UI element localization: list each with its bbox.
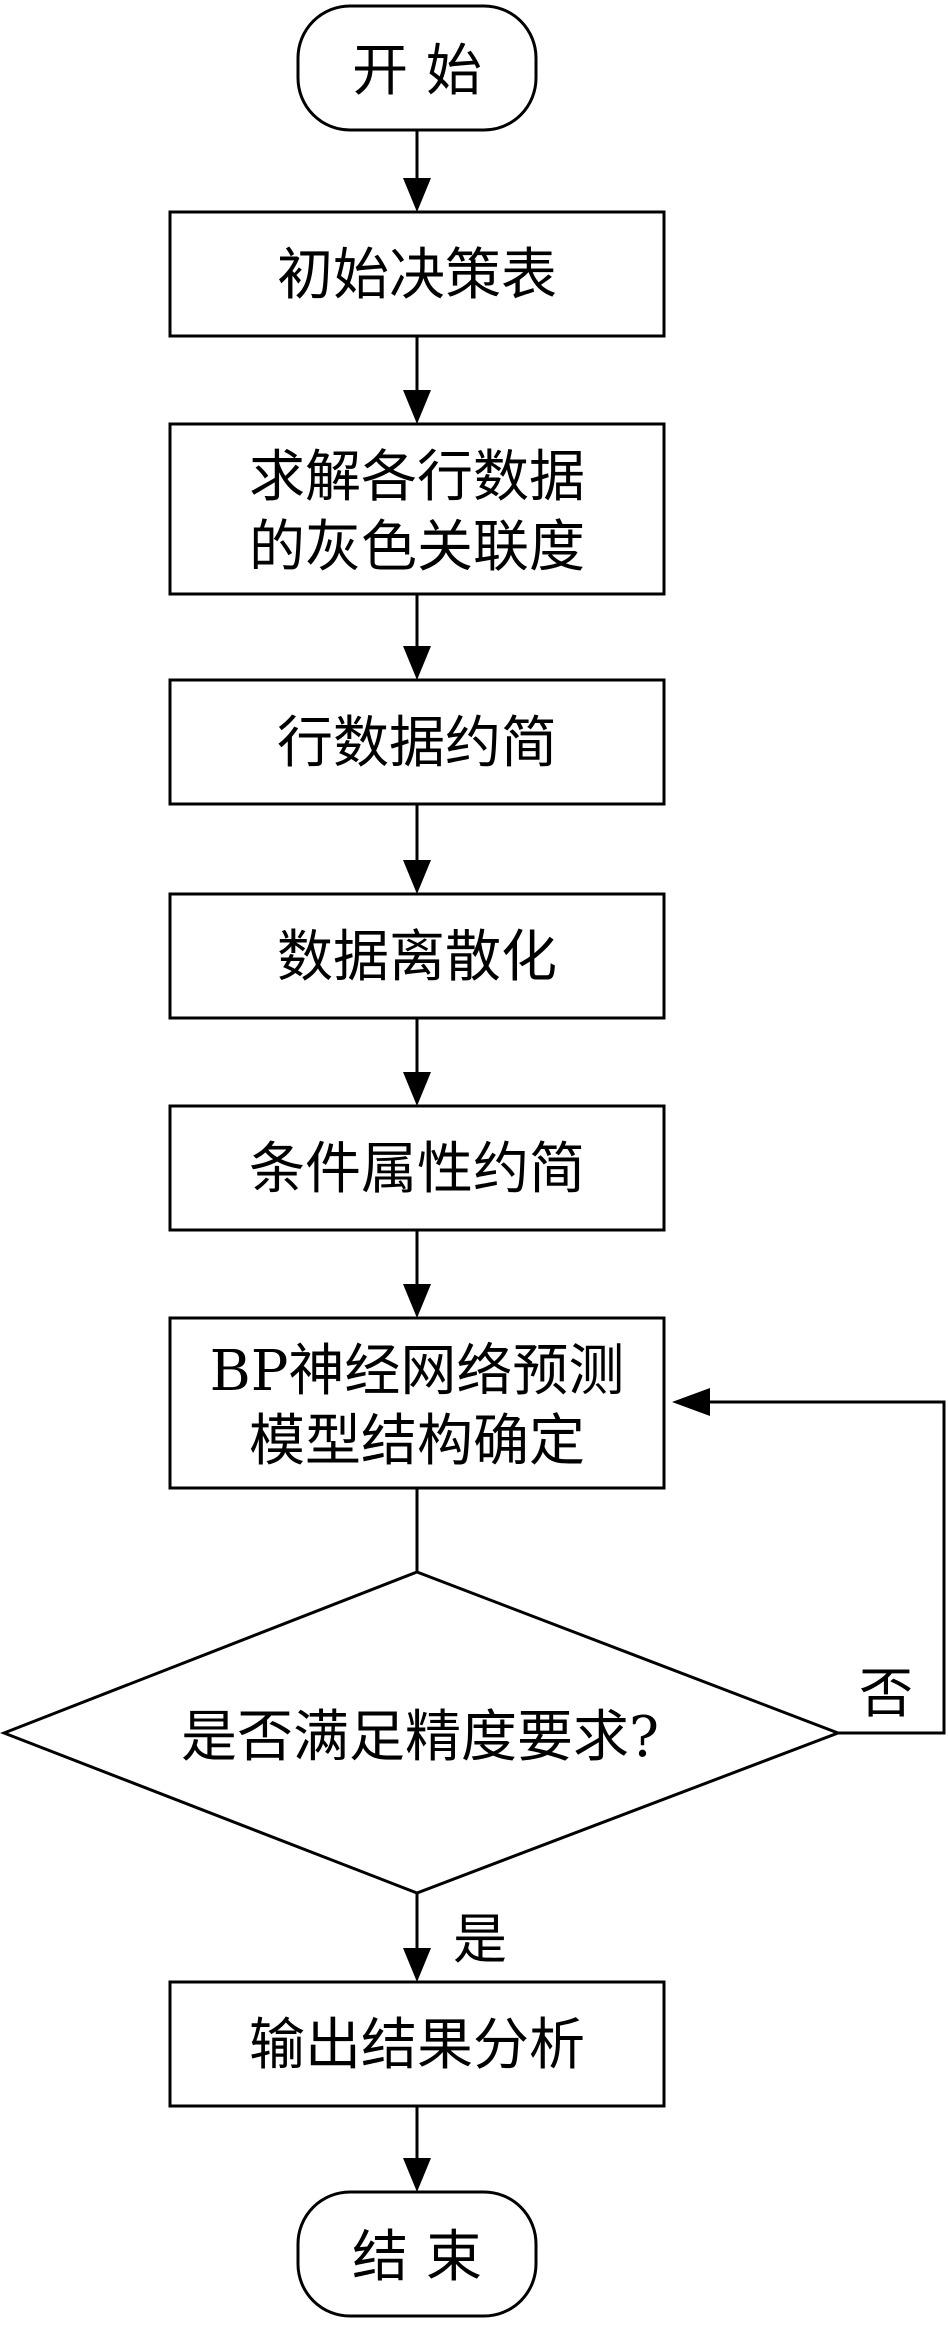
decision-node: 是否满足精度要求? [0, 1570, 843, 1895]
init-table-label: 初始决策表 [277, 243, 557, 308]
end-node: 结 束 [296, 2190, 538, 2318]
grey-relation-line-1: 求解各行数据 [249, 445, 585, 510]
edge-attr-to-bp [403, 1230, 431, 1318]
output-node: 输出结果分析 [168, 1980, 666, 2108]
edge-decision-yes [403, 1893, 431, 1982]
attr-reduction-node: 条件属性约简 [168, 1104, 666, 1232]
yes-label: 是 [453, 1908, 507, 1971]
bp-model-line-2: 模型结构确定 [249, 1409, 585, 1474]
edge-start-to-init [403, 130, 431, 212]
edge-output-to-end [403, 2106, 431, 2192]
row-reduction-label: 行数据约简 [277, 711, 557, 776]
init-table-node: 初始决策表 [168, 210, 666, 338]
start-label: 开 始 [352, 39, 482, 104]
grey-relation-node: 求解各行数据 的灰色关联度 [168, 422, 666, 596]
row-reduction-node: 行数据约简 [168, 678, 666, 806]
edge-grey-to-row [403, 594, 431, 680]
bp-model-line-1: BP神经网络预测 [210, 1339, 625, 1404]
decision-label: 是否满足精度要求? [181, 1705, 659, 1770]
no-label: 否 [859, 1662, 913, 1725]
attr-reduction-label: 条件属性约简 [249, 1137, 585, 1202]
grey-relation-line-2: 的灰色关联度 [249, 515, 585, 580]
bp-model-node: BP神经网络预测 模型结构确定 [168, 1316, 666, 1490]
edge-discretize-to-attr [403, 1018, 431, 1106]
edge-decision-no-loop [672, 1388, 946, 1735]
start-node: 开 始 [296, 4, 538, 132]
output-label: 输出结果分析 [249, 2013, 585, 2078]
edge-row-to-discretize [403, 804, 431, 894]
edge-init-to-grey [403, 336, 431, 424]
discretize-label: 数据离散化 [277, 925, 557, 990]
end-label: 结 束 [352, 2225, 482, 2290]
discretize-node: 数据离散化 [168, 892, 666, 1020]
